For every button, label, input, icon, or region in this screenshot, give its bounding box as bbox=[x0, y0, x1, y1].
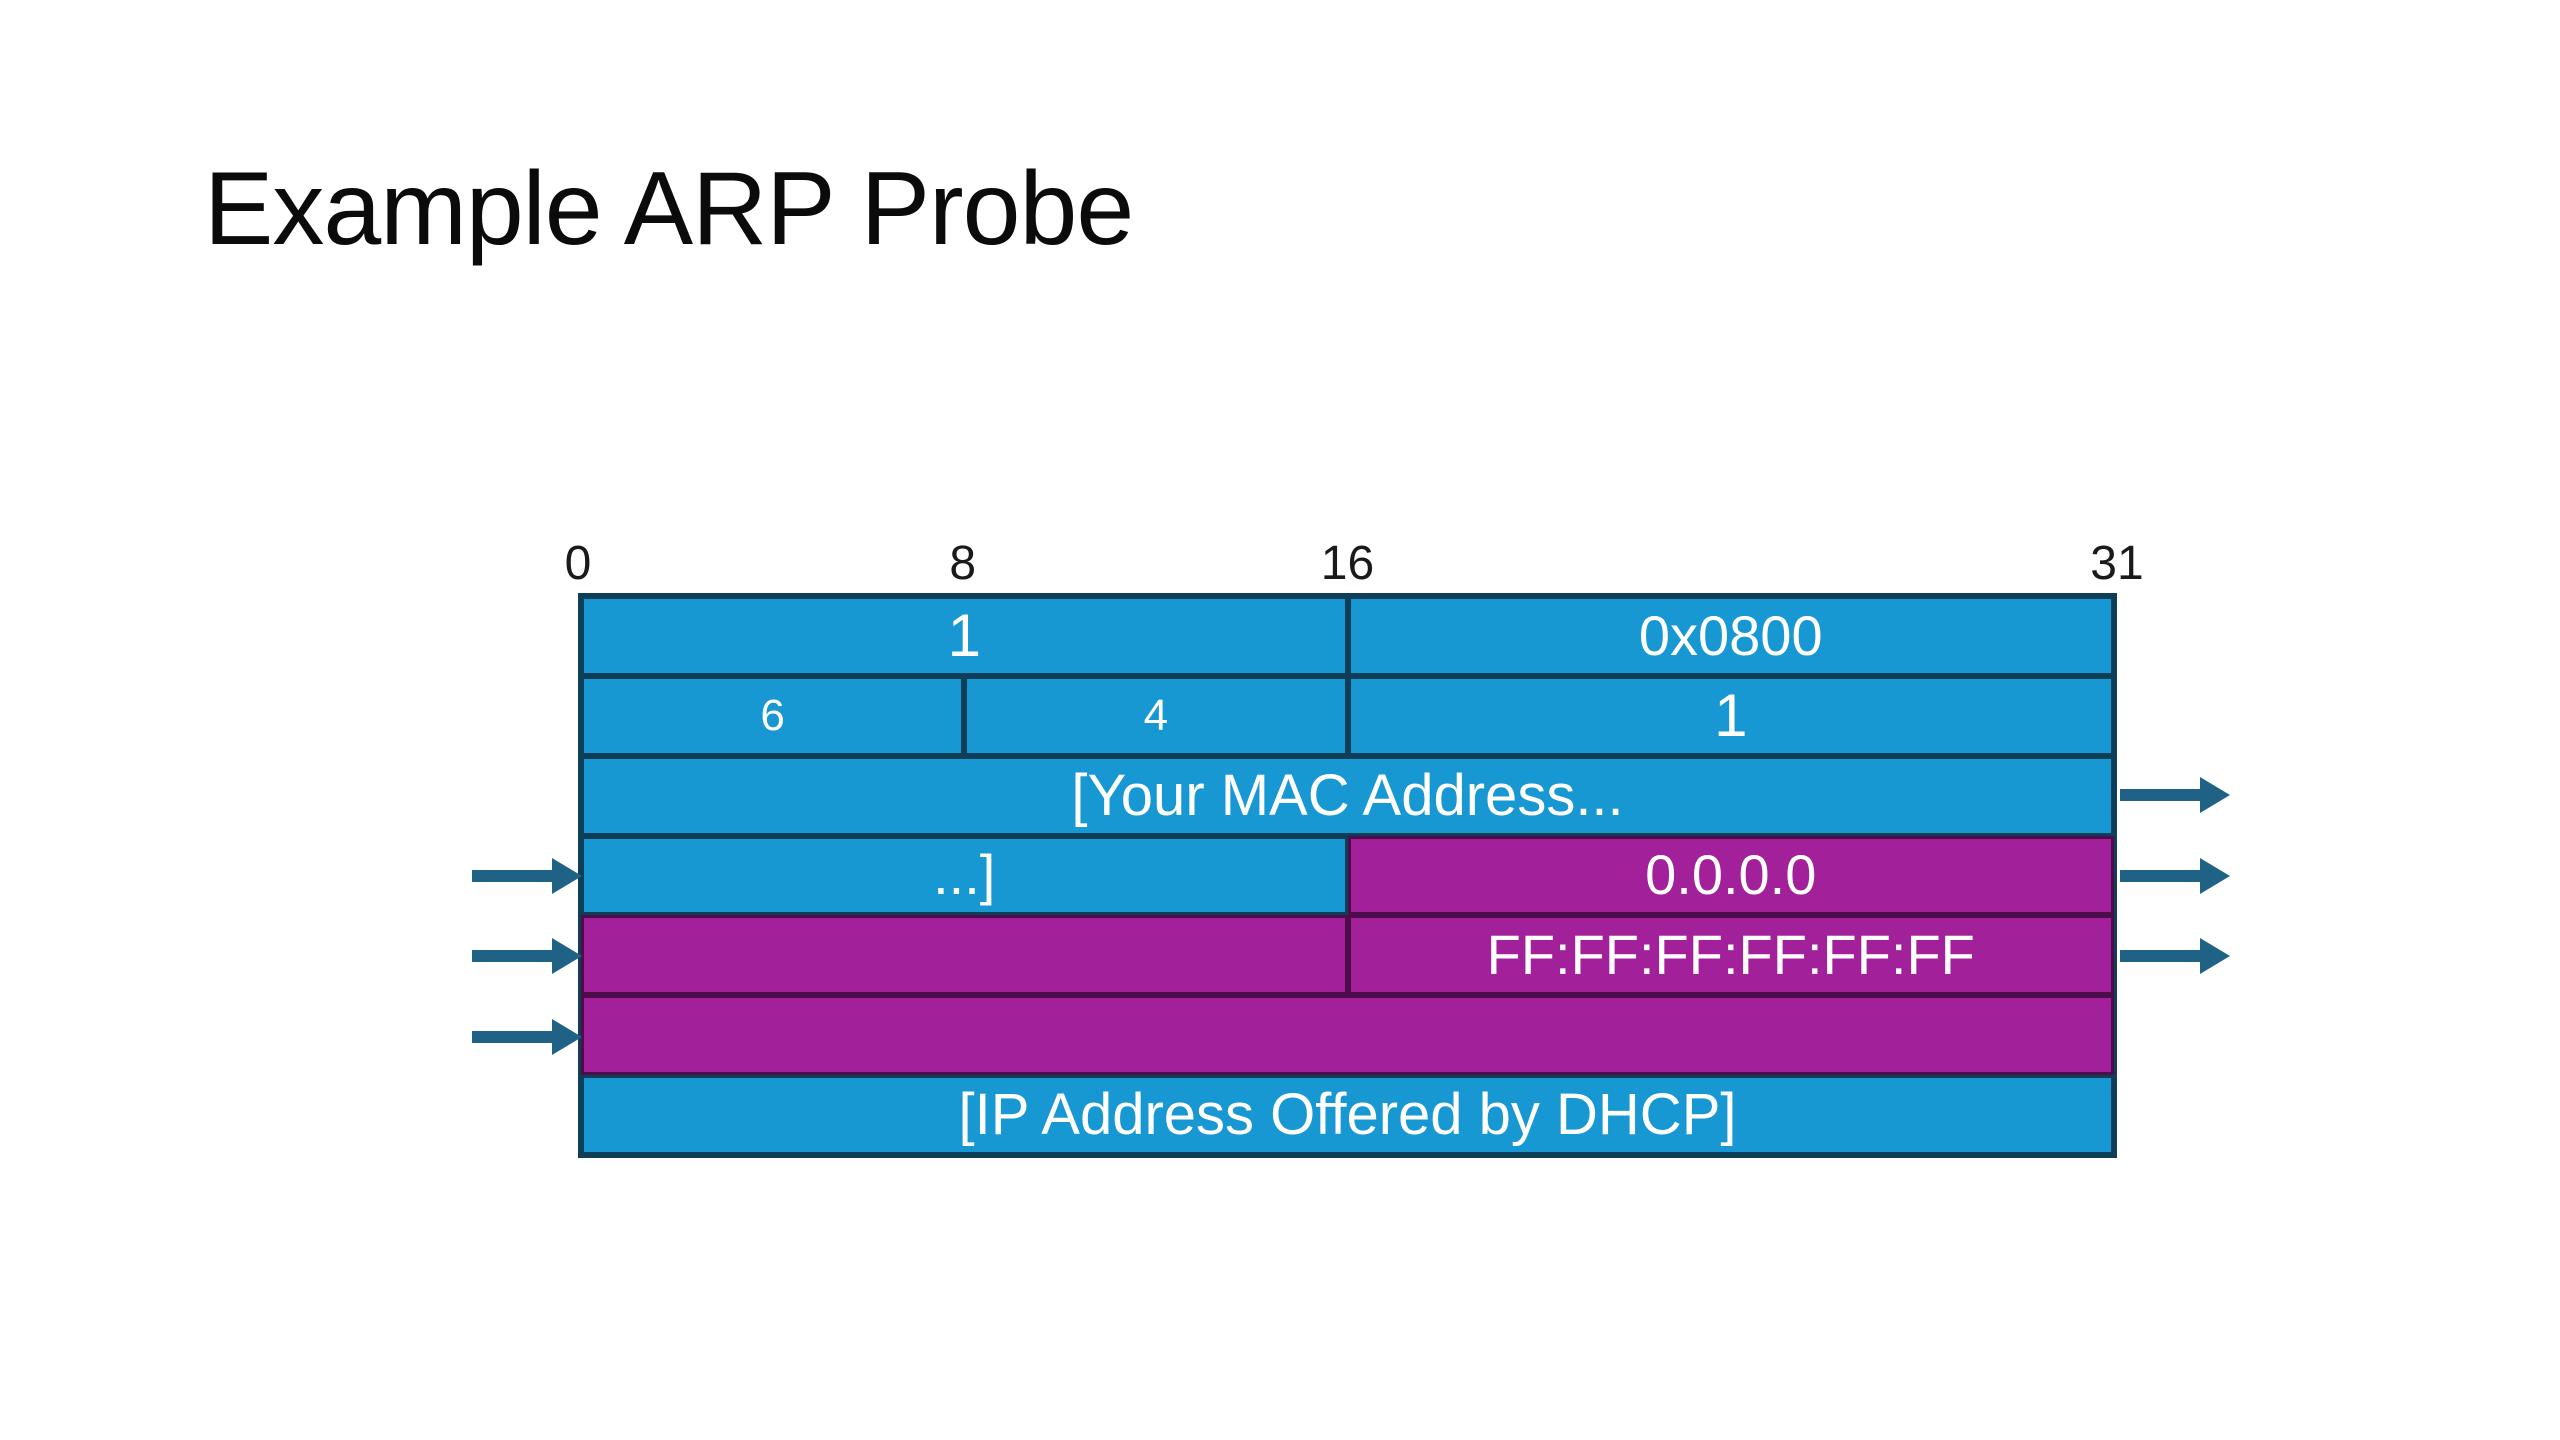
diagram-row-2: 6 4 1 bbox=[581, 675, 2114, 756]
field-cell-target-ip: [IP Address Offered by DHCP] bbox=[581, 1075, 2114, 1155]
field-cell-proto-type: 0x0800 bbox=[1347, 596, 2114, 676]
field-cell-sender-ip: 0.0.0.0 bbox=[1347, 835, 2114, 916]
field-cell-sender-mac: [Your MAC Address... bbox=[581, 755, 2114, 836]
diagram-row-6 bbox=[581, 995, 2114, 1076]
field-cell-hw-len: 6 bbox=[581, 675, 965, 756]
bit-label-0: 0 bbox=[564, 537, 592, 590]
diagram-row-4: ...] 0.0.0.0 bbox=[581, 835, 2114, 916]
diagram-row-7: [IP Address Offered by DHCP] bbox=[581, 1075, 2114, 1155]
arrow-right-icon bbox=[472, 1019, 582, 1055]
field-cell-opcode: 1 bbox=[1347, 675, 2114, 756]
diagram-row-1: 1 0x0800 bbox=[581, 596, 2114, 676]
slide-title: Example ARP Probe bbox=[204, 151, 1134, 267]
packet-diagram: 1 0x0800 6 4 1 [Your MAC Address... ...]… bbox=[578, 593, 2117, 1158]
bit-label-8: 8 bbox=[949, 537, 977, 590]
arrow-right-icon bbox=[2120, 777, 2230, 813]
bit-scale: 0 8 16 31 bbox=[565, 528, 2144, 590]
arrow-right-icon bbox=[472, 938, 582, 974]
diagram-row-3: [Your MAC Address... bbox=[581, 755, 2114, 836]
arrow-right-icon bbox=[472, 858, 582, 894]
field-cell-target-mac-cont bbox=[581, 995, 2114, 1076]
arrow-right-icon bbox=[2120, 938, 2230, 974]
field-cell-sender-mac-cont: ...] bbox=[581, 835, 1348, 916]
bit-label-31: 31 bbox=[2090, 537, 2144, 590]
diagram-row-5: FF:FF:FF:FF:FF:FF bbox=[581, 915, 2114, 996]
field-cell-sender-ip-cont bbox=[581, 915, 1348, 996]
bit-label-16: 16 bbox=[1320, 537, 1375, 590]
field-cell-target-mac: FF:FF:FF:FF:FF:FF bbox=[1347, 915, 2114, 996]
field-cell-hw-type: 1 bbox=[581, 596, 1348, 676]
arrow-right-icon bbox=[2120, 858, 2230, 894]
field-cell-proto-len: 4 bbox=[964, 675, 1348, 756]
